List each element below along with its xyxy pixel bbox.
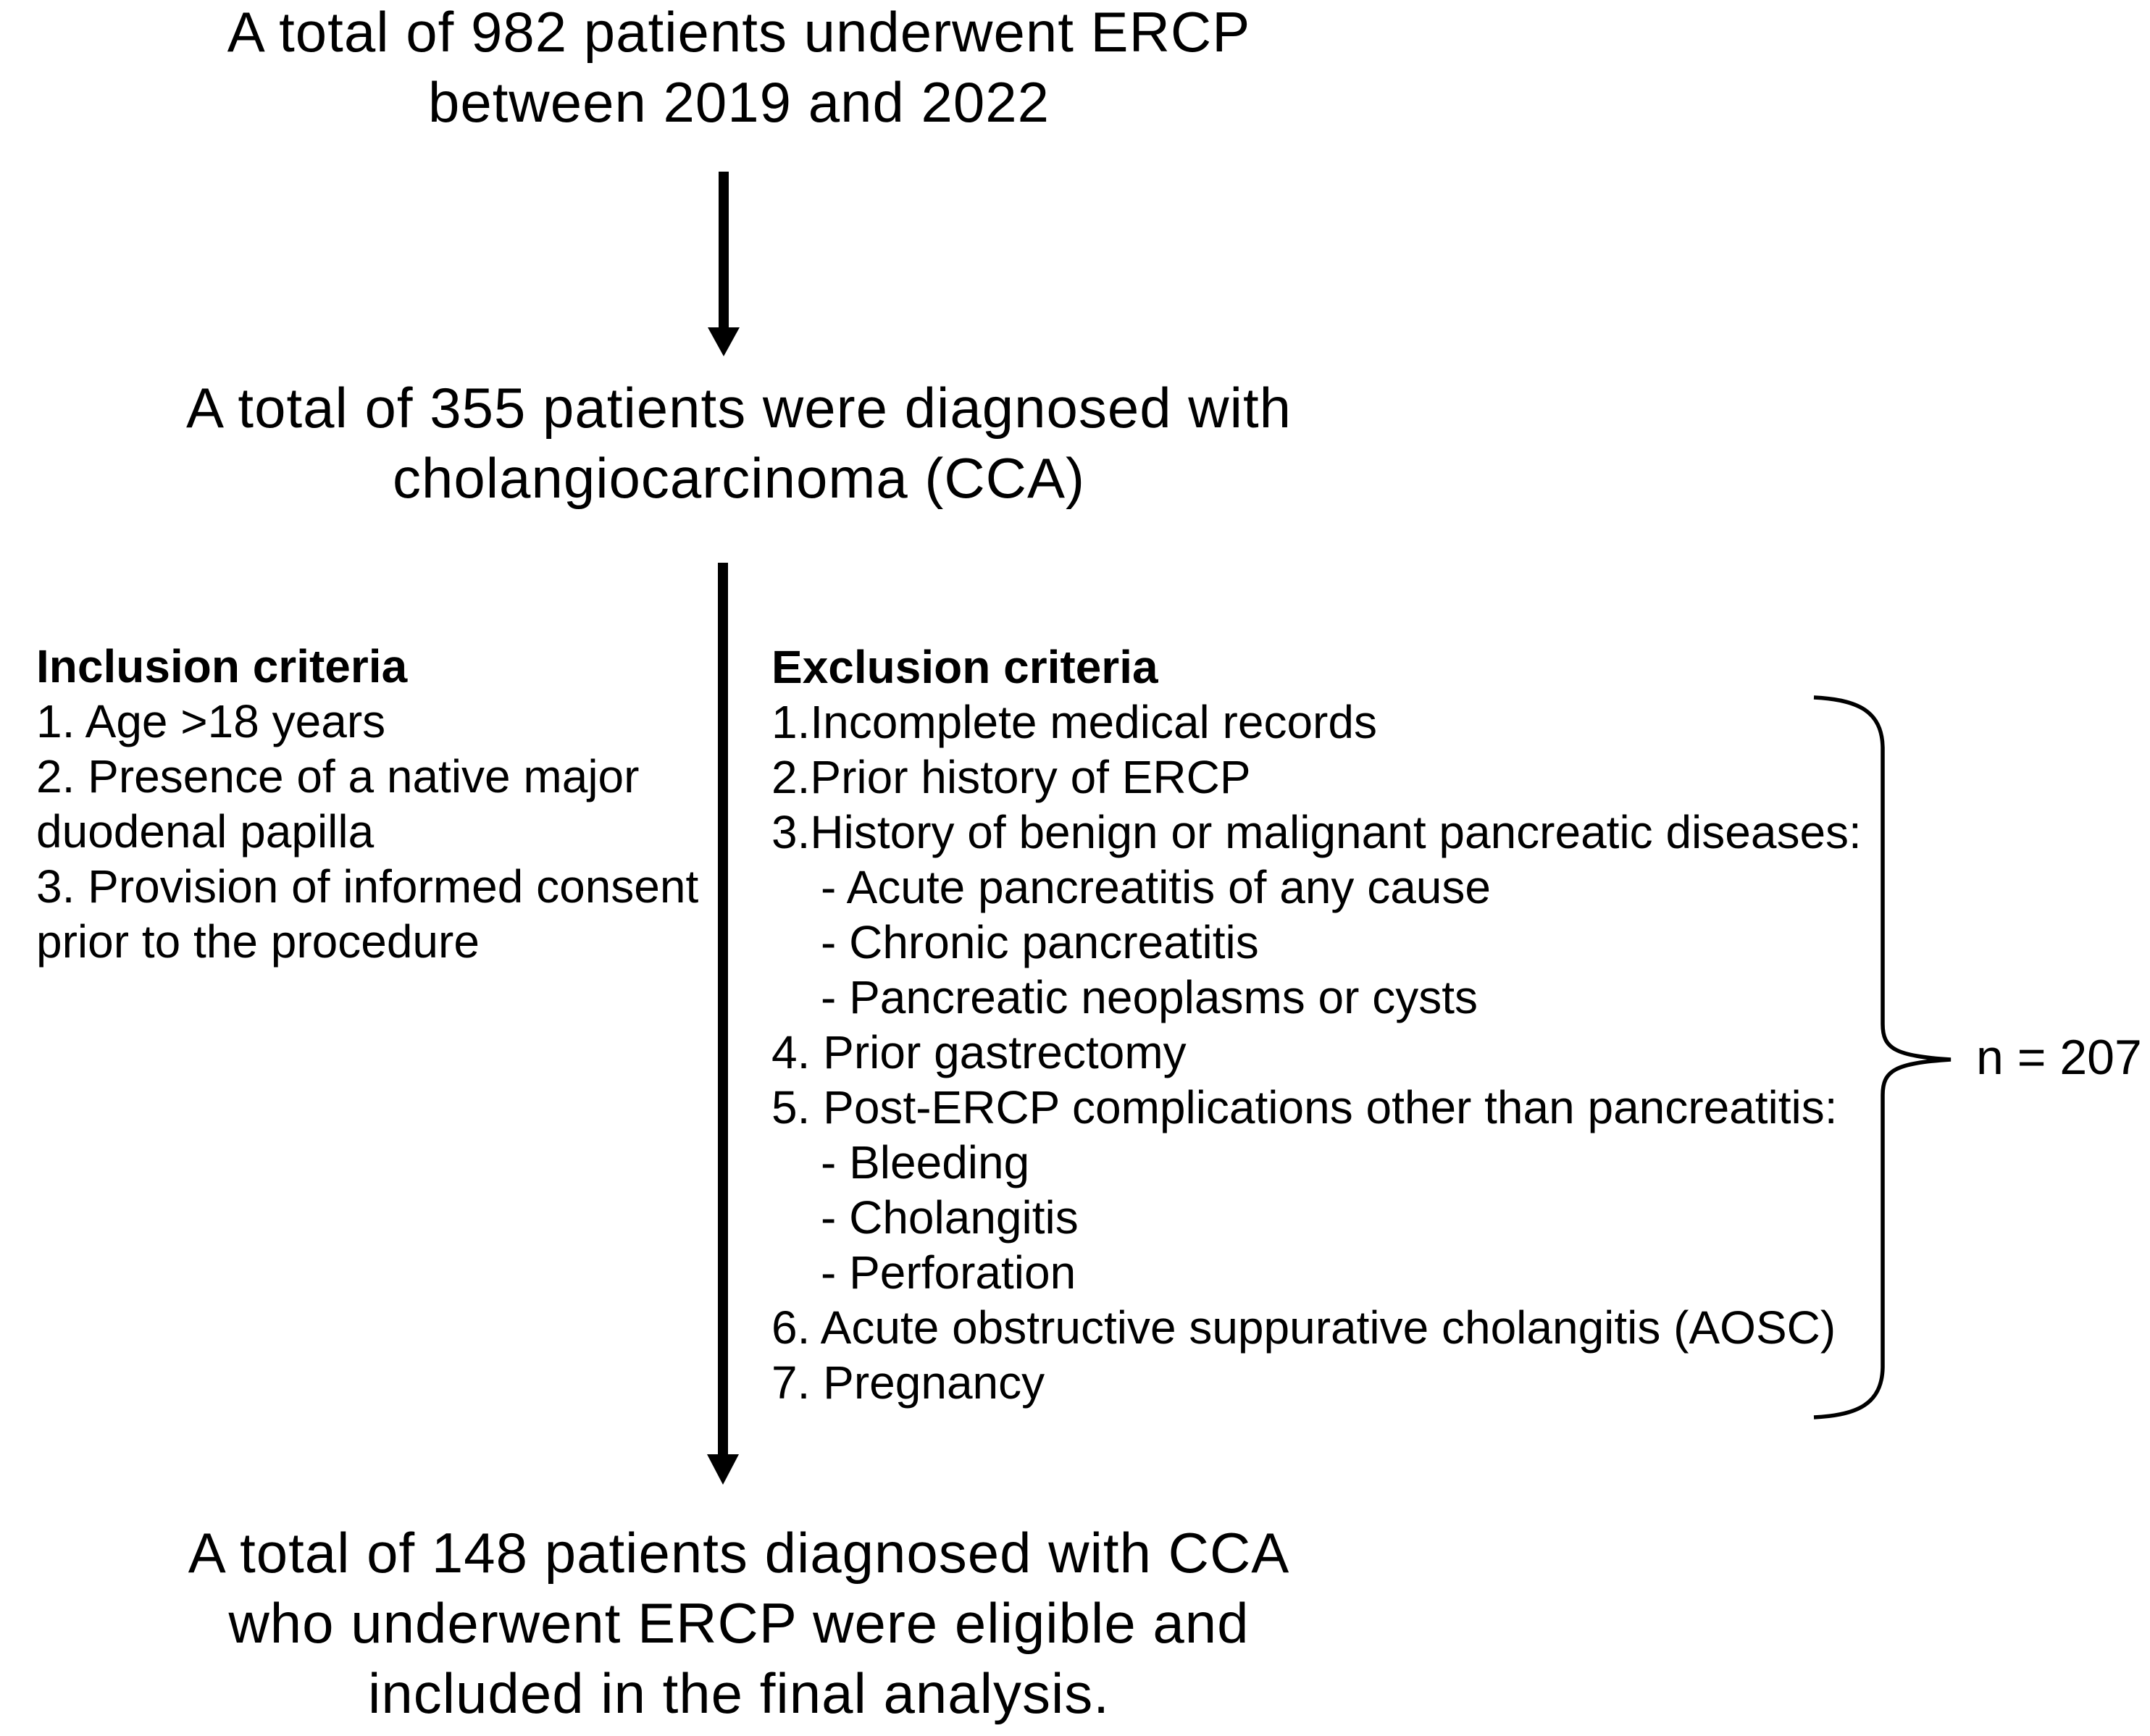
flow-step-line: cholangiocarcinoma (CCA)	[392, 446, 1086, 510]
exclusion-item: 7. Pregnancy	[771, 1356, 1045, 1409]
inclusion-item-continuation: prior to the procedure	[36, 915, 480, 968]
inclusion-criteria-title: Inclusion criteria	[36, 640, 408, 692]
flow-step-line: A total of 355 patients were diagnosed w…	[186, 376, 1292, 440]
down-arrow-top	[708, 172, 740, 356]
exclusion-item: 1.Incomplete medical records	[771, 696, 1377, 748]
down-arrow-main	[707, 563, 739, 1485]
exclusion-item: 6. Acute obstructive suppurative cholang…	[771, 1301, 1836, 1354]
exclusion-subitem: - Acute pancreatitis of any cause	[821, 861, 1491, 913]
exclusion-item: 4. Prior gastrectomy	[771, 1026, 1187, 1078]
exclusion-criteria-list: Exclusion criteria 1.Incomplete medical …	[771, 640, 1862, 1410]
exclusion-item: 2.Prior history of ERCP	[771, 751, 1251, 803]
flow-step-line: A total of 982 patients underwent ERCP	[227, 0, 1251, 64]
flow-step-line: A total of 148 patients diagnosed with C…	[188, 1521, 1290, 1585]
inclusion-item: 1. Age >18 years	[36, 695, 386, 747]
flow-step-cca-diagnosed: A total of 355 patients were diagnosed w…	[0, 373, 1478, 513]
inclusion-criteria-list: Inclusion criteria 1. Age >18 years 2. P…	[36, 639, 698, 969]
inclusion-item-continuation: duodenal papilla	[36, 805, 375, 857]
exclusion-item: 5. Post-ERCP complications other than pa…	[771, 1081, 1838, 1133]
flow-step-ercp-total: A total of 982 patients underwent ERCP b…	[0, 0, 1478, 138]
flow-step-final-analysis: A total of 148 patients diagnosed with C…	[0, 1518, 1478, 1729]
exclusion-subitem: - Pancreatic neoplasms or cysts	[821, 971, 1478, 1023]
flow-step-line: between 2019 and 2022	[427, 70, 1050, 134]
exclusion-subitem: - Perforation	[821, 1246, 1076, 1299]
exclusion-subitem: - Bleeding	[821, 1136, 1030, 1188]
inclusion-item: 2. Presence of a native major	[36, 750, 640, 802]
exclusion-subitem: - Cholangitis	[821, 1191, 1079, 1244]
excluded-count-label: n = 207	[1976, 1030, 2142, 1085]
exclusion-subitem: - Chronic pancreatitis	[821, 916, 1259, 968]
inclusion-item: 3. Provision of informed consent	[36, 860, 699, 913]
exclusion-criteria-title: Exclusion criteria	[771, 641, 1158, 693]
exclusion-item: 3.History of benign or malignant pancrea…	[771, 806, 1862, 858]
flow-step-line: who underwent ERCP were eligible and	[228, 1591, 1250, 1655]
flow-step-line: included in the final analysis.	[368, 1661, 1110, 1725]
